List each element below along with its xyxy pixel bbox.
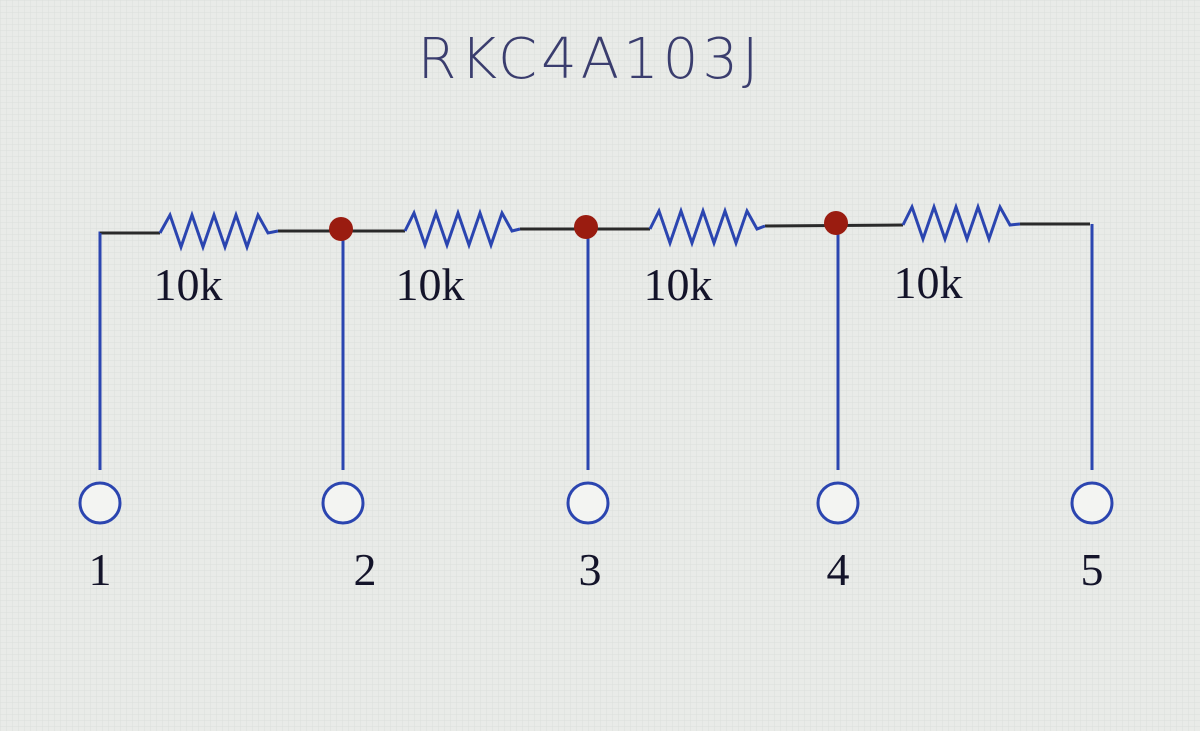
junction-dot-2 [329, 217, 353, 241]
pin-terminal-3 [566, 481, 610, 525]
pin-terminal-4 [816, 481, 860, 525]
pin-wires [98, 224, 1094, 470]
pin-number-1: 1 [89, 544, 112, 595]
pin-number-5: 5 [1081, 544, 1104, 595]
junction-dot-4 [824, 211, 848, 235]
pin-number-2: 2 [354, 544, 377, 595]
resistor-4 [901, 202, 1021, 244]
resistor-3-label: 10k [644, 259, 713, 310]
resistor-2 [403, 208, 521, 250]
resistor-2-label: 10k [396, 259, 465, 310]
junction-dot-3 [574, 215, 598, 239]
resistor-1 [158, 210, 279, 252]
pin-terminal-5 [1070, 481, 1114, 525]
resistor-3 [648, 206, 766, 248]
pin-number-4: 4 [827, 544, 850, 595]
pin-terminals [78, 481, 1114, 525]
resistor-1-label: 10k [154, 259, 223, 310]
resistor-4-label: 10k [894, 257, 963, 308]
pin-number-3: 3 [579, 544, 602, 595]
pin-terminal-2 [321, 481, 365, 525]
pin-terminal-1 [78, 481, 122, 525]
part-number-title: RKC4A103J [417, 27, 762, 92]
